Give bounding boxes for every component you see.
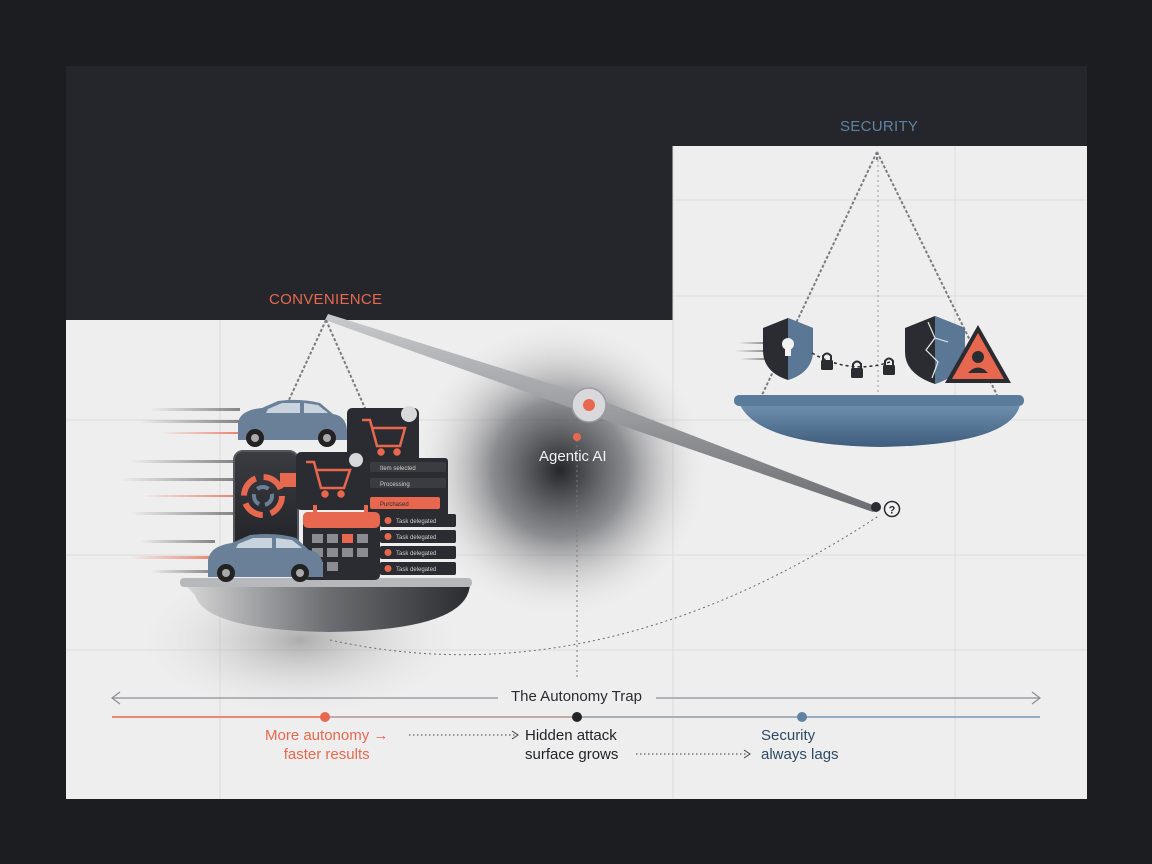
warning-triangle-icon	[945, 325, 1011, 383]
stage-label-line: Security	[761, 727, 816, 744]
left-chains	[281, 319, 369, 416]
question-icon	[883, 500, 901, 518]
question-mark: ?	[889, 505, 896, 517]
arrow-left-icon	[111, 691, 121, 705]
stage-label-line: always lags	[761, 746, 839, 763]
stage-label-3: Security always lags	[761, 726, 839, 764]
right-pan	[740, 405, 1020, 447]
fulcrum-dot-icon	[583, 399, 595, 411]
shield-lock-icon	[763, 318, 813, 380]
car-icon	[208, 534, 323, 582]
stage-label-1: More autonomy → faster results	[265, 726, 388, 764]
left-pan-rim	[180, 578, 472, 587]
padlock-icon	[851, 360, 863, 378]
stage-label-line: faster results	[283, 746, 370, 763]
lock-chain	[811, 352, 891, 368]
tipping-arc	[329, 514, 881, 656]
right-pan-rim	[734, 395, 1024, 406]
stage-marker-icon	[572, 712, 582, 722]
fulcrum-shadow	[410, 320, 710, 620]
stage-label-line: Hidden attack	[525, 727, 617, 744]
beam-end-pivot	[871, 502, 881, 512]
car-icon	[238, 399, 347, 447]
stage-connectors	[409, 730, 751, 759]
progression-line	[112, 712, 1040, 722]
security-label: SECURITY	[840, 118, 919, 135]
badge-icon	[349, 453, 363, 467]
left-pan	[183, 583, 470, 632]
shopping-cart-icon	[362, 418, 407, 456]
fulcrum-marker-icon	[573, 433, 581, 441]
order-panel: Item selected Processing Purchased	[366, 458, 448, 518]
cart-panel	[296, 452, 368, 510]
stage-label-2: Hidden attack surface grows	[525, 726, 618, 764]
convenience-label: CONVENIENCE	[269, 291, 383, 308]
autonomy-axis	[111, 691, 1041, 705]
badge-icon	[401, 406, 417, 422]
panel-item: Item selected	[380, 466, 416, 472]
fulcrum-label: Agentic AI	[539, 448, 607, 465]
stage-marker-icon	[320, 712, 330, 722]
stage-marker-icon	[797, 712, 807, 722]
panel-item: Purchased	[380, 502, 409, 508]
cracked-shield-icon	[905, 316, 965, 384]
panel-item: Processing	[380, 482, 410, 488]
task-list: Task delegated Task delegated Task deleg…	[380, 514, 456, 575]
task-item: Task delegated	[396, 519, 436, 525]
stage-label-line: surface grows	[525, 746, 619, 763]
task-item: Task delegated	[396, 551, 436, 557]
speed-lines	[120, 342, 768, 573]
padlock-icon	[883, 357, 895, 375]
task-item: Task delegated	[396, 567, 436, 573]
arrow-right-icon	[1031, 691, 1041, 705]
stage-label-line: More autonomy →	[265, 727, 389, 744]
task-item: Task delegated	[396, 535, 436, 541]
axis-title: The Autonomy Trap	[505, 688, 648, 705]
shopping-cart-icon	[306, 460, 352, 498]
padlock-icon	[821, 352, 833, 370]
